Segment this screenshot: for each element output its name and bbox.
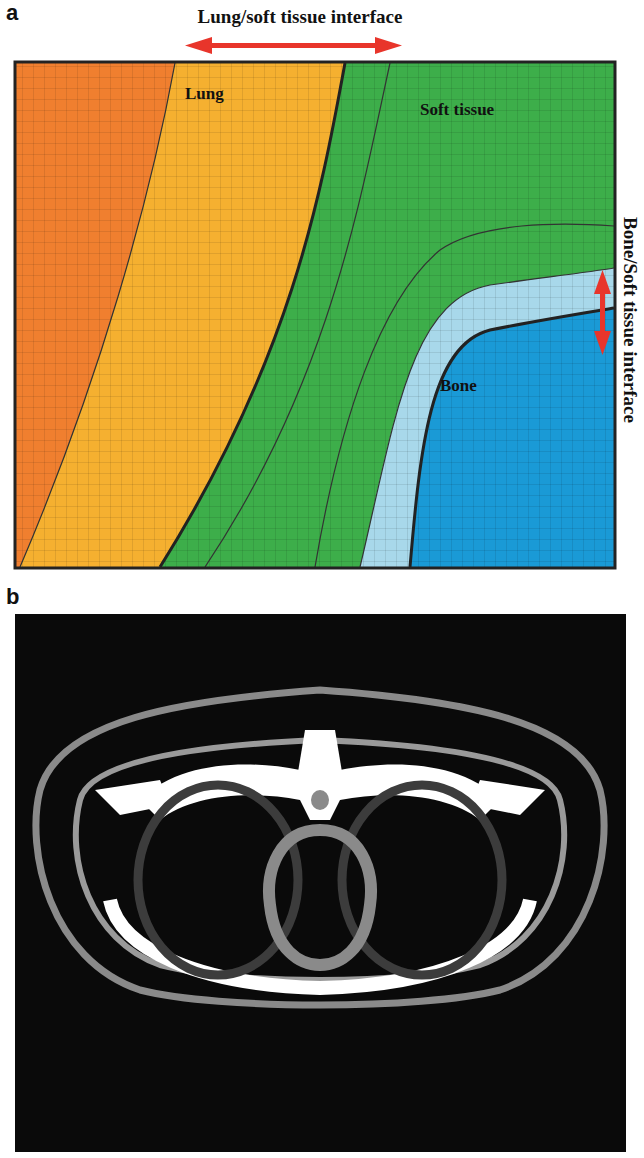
region-label: Bone xyxy=(440,376,477,396)
interface-title: Lung/soft tissue interface xyxy=(198,6,403,28)
region-label: Soft tissue xyxy=(420,100,494,120)
panel-letter: a xyxy=(6,0,18,26)
panel-letter: b xyxy=(6,584,19,610)
ct-phantom xyxy=(36,690,604,1005)
red-double-arrow xyxy=(594,270,611,355)
region-label: Lung xyxy=(185,84,224,104)
tissue-map xyxy=(16,63,614,567)
red-double-arrow xyxy=(185,37,402,54)
ct-background xyxy=(15,614,626,1152)
interface-title: Bone/Soft tissue interface xyxy=(619,217,641,423)
